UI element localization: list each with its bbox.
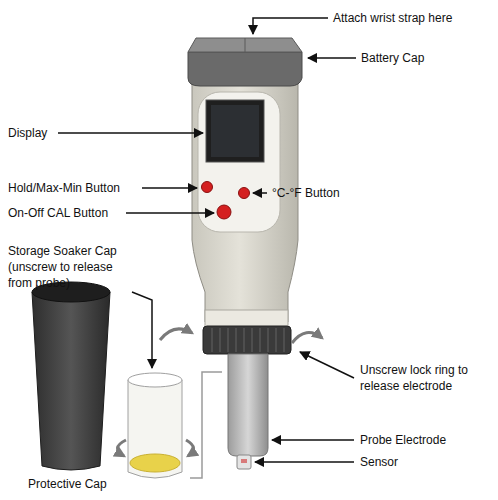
hold-button bbox=[202, 182, 213, 193]
leader-line bbox=[142, 187, 197, 189]
unit-button bbox=[239, 188, 250, 199]
label-slot: Unscrew lock ring to release electrode bbox=[360, 362, 494, 394]
rotate-arrow bbox=[186, 440, 194, 456]
label-slot: Probe Electrode bbox=[360, 432, 446, 448]
label-slot: Attach wrist strap here bbox=[333, 10, 452, 26]
part-label: Storage Soaker Cap (unscrew to release f… bbox=[8, 243, 130, 291]
ring-grip bbox=[212, 328, 284, 352]
label-slot: °C-°F Button bbox=[272, 185, 340, 201]
leader-line bbox=[308, 57, 356, 59]
label-slot: Sensor bbox=[360, 454, 398, 470]
soaker-rim bbox=[128, 373, 182, 387]
label-slot: Storage Soaker Cap (unscrew to release f… bbox=[8, 243, 130, 291]
leader-line bbox=[253, 192, 267, 194]
part-label: Battery Cap bbox=[361, 50, 424, 66]
rotate-arrow bbox=[292, 333, 322, 343]
probe-electrode bbox=[228, 354, 268, 456]
part-label: Attach wrist strap here bbox=[333, 10, 452, 26]
battery-cap-top bbox=[188, 38, 302, 52]
label-slot: Protective Cap bbox=[28, 476, 107, 492]
lock-ring bbox=[203, 326, 291, 354]
face-panel bbox=[198, 92, 280, 232]
strap-slot bbox=[245, 38, 246, 52]
sensor-tip bbox=[241, 459, 247, 463]
part-label: Unscrew lock ring to release electrode bbox=[360, 362, 494, 394]
sensor bbox=[237, 455, 251, 469]
leader-line bbox=[58, 132, 203, 134]
leader-line bbox=[253, 18, 328, 34]
leader-line bbox=[255, 461, 354, 463]
part-label: Display bbox=[8, 125, 47, 141]
label-slot: Hold/Max-Min Button bbox=[8, 180, 120, 196]
label-slot: On-Off CAL Button bbox=[8, 205, 108, 221]
leader-line bbox=[272, 439, 354, 441]
rotate-arrow bbox=[160, 329, 192, 340]
display-screen bbox=[206, 100, 264, 162]
part-label: Protective Cap bbox=[28, 476, 107, 492]
leader-line bbox=[126, 212, 214, 214]
leader-line bbox=[132, 292, 152, 368]
power-button bbox=[217, 205, 231, 219]
soaker-cap bbox=[128, 380, 182, 478]
collar bbox=[205, 310, 288, 328]
fit-guide bbox=[190, 372, 222, 478]
part-label: °C-°F Button bbox=[272, 185, 340, 201]
battery-cap bbox=[188, 52, 302, 86]
display-glass bbox=[211, 105, 259, 157]
rotate-arrow bbox=[117, 440, 126, 456]
part-label: On-Off CAL Button bbox=[8, 205, 108, 221]
part-label: Hold/Max-Min Button bbox=[8, 180, 120, 196]
label-slot: Display bbox=[8, 125, 47, 141]
protective-cap bbox=[32, 292, 110, 470]
leader-line bbox=[300, 352, 354, 378]
label-slot: Battery Cap bbox=[361, 50, 424, 66]
soaker-sponge bbox=[130, 454, 180, 472]
part-label: Probe Electrode bbox=[360, 432, 446, 448]
part-label: Sensor bbox=[360, 454, 398, 470]
